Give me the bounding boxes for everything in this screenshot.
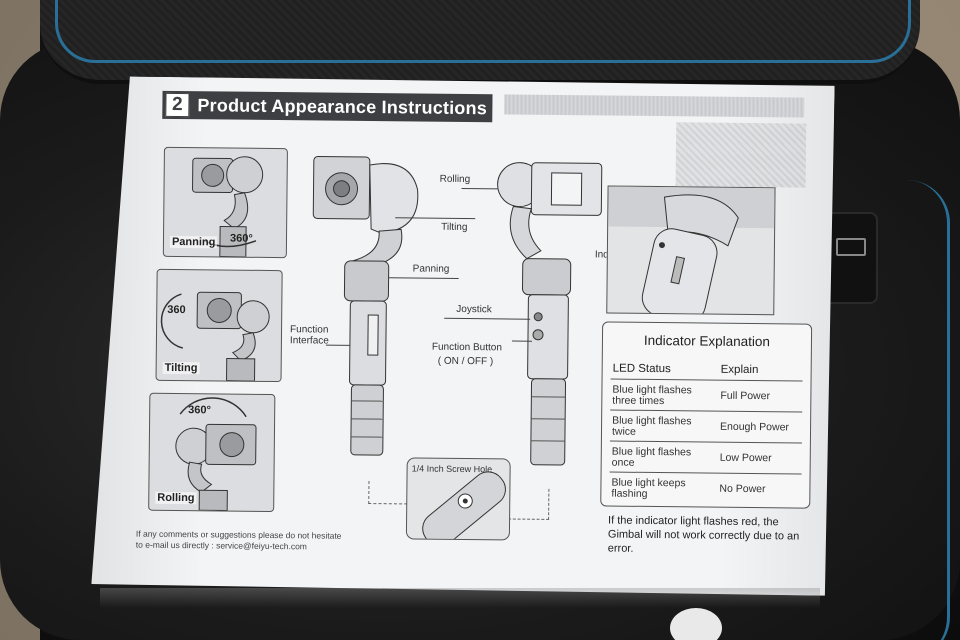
callout-joystick: Joystick xyxy=(456,303,492,316)
tilting-label: Tilting xyxy=(164,361,198,375)
section-title: Product Appearance Instructions xyxy=(197,94,488,118)
callout-rolling: Rolling xyxy=(439,173,471,186)
table-row: Blue light flashes twice Enough Power xyxy=(610,410,802,444)
gimbal-front-drawing xyxy=(309,148,432,479)
footer-line-2: to e-mail us directly : service@feiyu-te… xyxy=(135,539,307,552)
callout-function-interface: Function Interface xyxy=(289,324,329,347)
leader-function-button xyxy=(512,341,532,342)
table-row: Blue light flashes three times Full Powe… xyxy=(610,379,802,413)
explain-cell: Enough Power xyxy=(720,420,790,434)
callout-function-button: Function Button xyxy=(431,341,502,354)
callout-function-button-sub: ( ON / OFF ) xyxy=(437,355,494,368)
instruction-sheet: 2 Product Appearance Instructions Pannin… xyxy=(91,76,834,596)
footer-contact: If any comments or suggestions please do… xyxy=(136,529,396,554)
panning-thumbnail: Panning 360° xyxy=(163,147,288,258)
tilting-degree: 360 xyxy=(167,303,186,317)
wrist-strap-disc xyxy=(670,608,722,640)
explain-cell: Full Power xyxy=(720,389,771,403)
rolling-degree: 360° xyxy=(188,404,212,417)
led-status-cell: Blue light flashes once xyxy=(611,445,692,469)
indicator-closeup-drawing xyxy=(607,187,774,315)
warning-note: If the indicator light flashes red, the … xyxy=(607,514,800,555)
leader-joystick xyxy=(444,318,530,320)
panning-degree: 360° xyxy=(229,232,253,245)
header-strip xyxy=(504,94,804,117)
case-lid xyxy=(40,0,920,84)
table-title: Indicator Explanation xyxy=(643,332,771,350)
callout-panning: Panning xyxy=(412,263,450,275)
rolling-gimbal-drawing xyxy=(149,394,274,511)
rolling-thumbnail: 360° Rolling xyxy=(148,393,275,512)
screw-hole-drawing xyxy=(407,458,510,539)
led-status-cell: Blue light flashes three times xyxy=(612,383,692,408)
case-zipper-right xyxy=(907,180,950,640)
section-header: 2 Product Appearance Instructions xyxy=(162,91,492,122)
col-led-status: LED Status xyxy=(612,362,671,376)
section-number: 2 xyxy=(165,93,189,117)
indicator-closeup xyxy=(606,186,775,316)
rolling-label: Rolling xyxy=(157,491,195,505)
led-status-cell: Blue light flashes twice xyxy=(611,414,692,438)
tilting-thumbnail: 360 Tilting xyxy=(156,269,283,382)
detail-dash-left xyxy=(368,481,407,504)
table-row: Blue light keeps flashing No Power xyxy=(609,472,801,506)
led-status-cell: Blue light keeps flashing xyxy=(611,476,686,500)
callout-tilting: Tilting xyxy=(441,221,468,234)
screw-hole-detail: 1/4 Inch Screw Hole xyxy=(406,457,511,540)
gimbal-side-drawing xyxy=(488,146,632,491)
panning-gimbal-drawing xyxy=(164,148,287,257)
explain-cell: No Power xyxy=(719,482,766,496)
paper-stack-shadow xyxy=(100,588,820,608)
leader-rolling xyxy=(462,188,498,189)
explain-cell: Low Power xyxy=(719,451,772,465)
indicator-ghost-image xyxy=(676,122,807,187)
screw-hole-caption: 1/4 Inch Screw Hole xyxy=(411,463,493,475)
tilting-gimbal-drawing xyxy=(157,270,282,381)
col-explain: Explain xyxy=(720,363,759,377)
case-zipper-top xyxy=(55,0,911,63)
indicator-explanation-table: Indicator Explanation LED Status Explain… xyxy=(600,321,812,508)
detail-dash-right xyxy=(508,488,549,519)
panning-label: Panning xyxy=(171,235,216,249)
table-row: Blue light flashes once Low Power xyxy=(610,441,802,475)
